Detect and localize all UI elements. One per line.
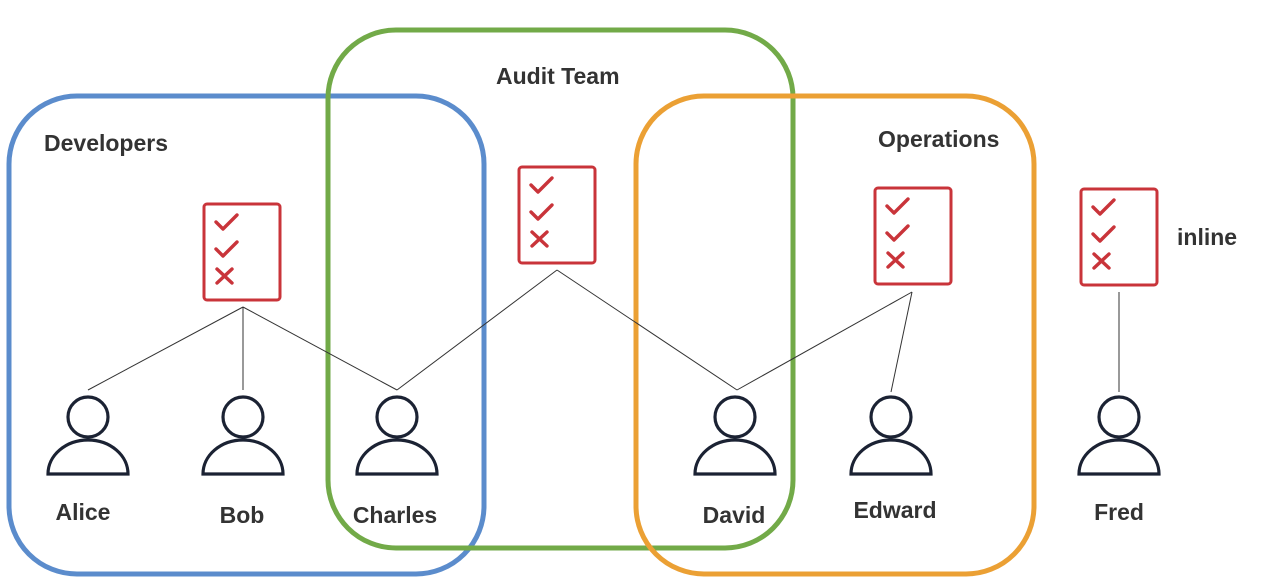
cross-icon bbox=[530, 230, 549, 248]
edge-developers-charles bbox=[242, 306, 398, 391]
connector-lines bbox=[87, 269, 1120, 393]
cross-icon bbox=[215, 267, 234, 285]
policy-document-icon bbox=[1079, 187, 1159, 287]
group-label-audit-team: Audit Team bbox=[496, 63, 620, 89]
policy-audit-team bbox=[517, 165, 597, 265]
group-label-developers: Developers bbox=[44, 130, 168, 156]
policy-developers bbox=[202, 202, 282, 302]
user-icon-bob bbox=[201, 395, 285, 476]
user-icon-david bbox=[693, 395, 777, 476]
policy-document-icon bbox=[873, 186, 953, 286]
user-name-fred: Fred bbox=[1094, 499, 1144, 525]
edge-audit-charles bbox=[396, 269, 558, 391]
check-icon bbox=[214, 213, 239, 231]
user-name-charles: Charles bbox=[353, 502, 437, 528]
policy-operations bbox=[873, 186, 953, 286]
group-box-audit-team bbox=[325, 27, 796, 551]
check-icon bbox=[529, 176, 554, 194]
user-name-edward: Edward bbox=[853, 497, 936, 523]
group-label-operations: Operations bbox=[878, 126, 999, 152]
check-icon bbox=[529, 203, 554, 221]
user-icon-fred bbox=[1077, 395, 1161, 476]
check-icon bbox=[885, 224, 910, 242]
cross-icon bbox=[1092, 252, 1111, 270]
group-box-operations bbox=[633, 93, 1037, 577]
policy-document-icon bbox=[202, 202, 282, 302]
edge-developers-alice bbox=[87, 306, 244, 391]
policy-document-icon bbox=[517, 165, 597, 265]
check-icon bbox=[885, 197, 910, 215]
user-name-david: David bbox=[703, 502, 766, 528]
user-name-bob: Bob bbox=[220, 502, 265, 528]
check-icon bbox=[214, 240, 239, 258]
policy-inline bbox=[1079, 187, 1159, 287]
edge-operations-david bbox=[736, 291, 913, 391]
user-icon-edward bbox=[849, 395, 933, 476]
cross-icon bbox=[886, 251, 905, 269]
edge-audit-david bbox=[556, 269, 738, 391]
check-icon bbox=[1091, 198, 1116, 216]
policy-label-inline: inline bbox=[1177, 224, 1237, 250]
user-name-alice: Alice bbox=[56, 499, 111, 525]
check-icon bbox=[1091, 225, 1116, 243]
edge-operations-edward bbox=[890, 291, 913, 393]
group-box-developers bbox=[6, 93, 487, 577]
user-icon-charles bbox=[355, 395, 439, 476]
user-icon-alice bbox=[46, 395, 130, 476]
